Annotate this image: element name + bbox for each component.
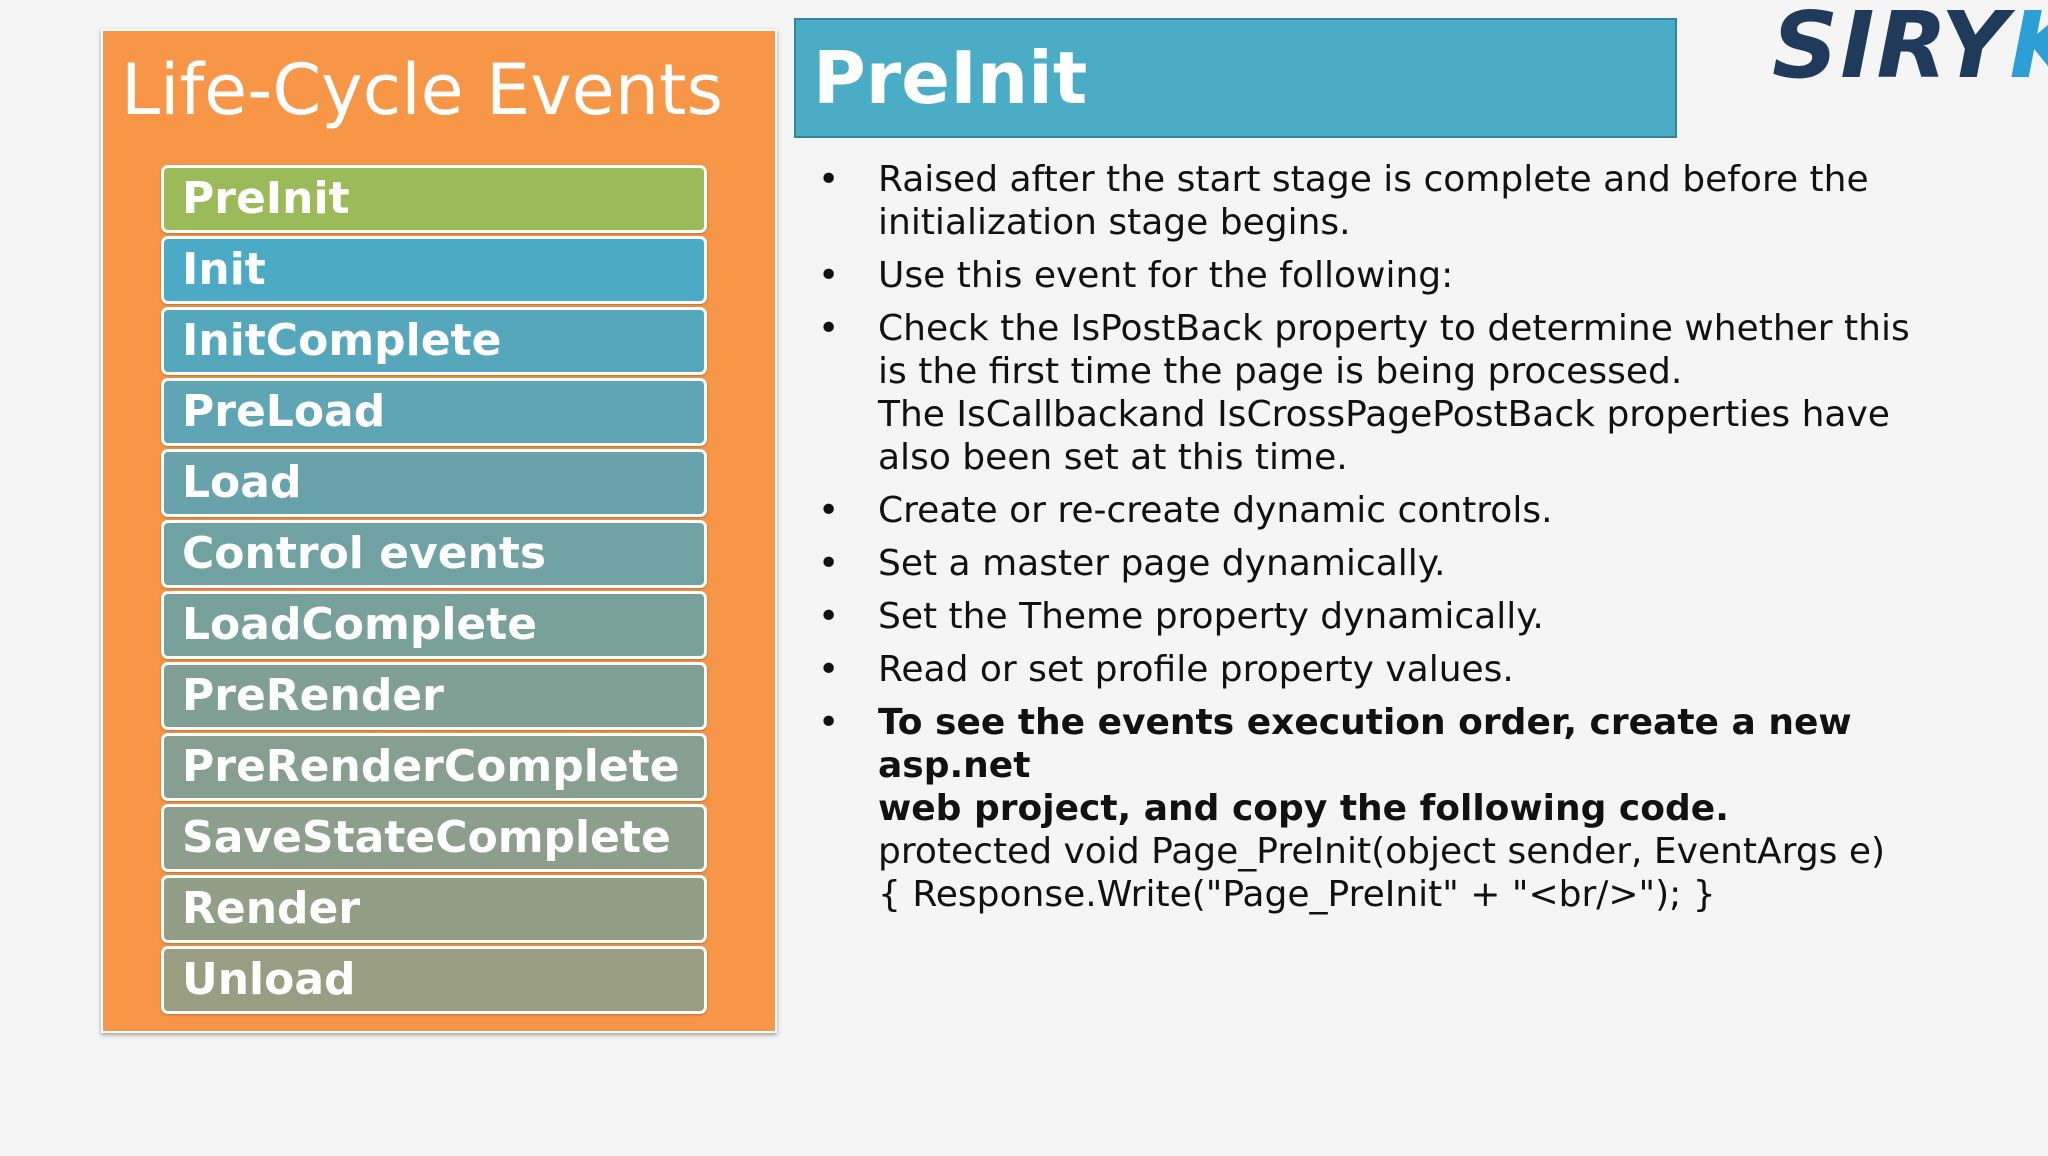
bullet-line: initialization stage begins. — [878, 202, 1351, 243]
bullet-dot: • — [818, 596, 840, 637]
bullet-line: Use this event for the following: — [878, 255, 1454, 296]
bullet-line: Create or re-create dynamic controls. — [878, 490, 1553, 531]
bullet-dot: • — [818, 649, 840, 690]
bullet-line: protected void Page_PreInit(object sende… — [878, 831, 1886, 872]
bullet-dot: • — [818, 255, 840, 296]
bullet-line-bold: web project, and copy the following code… — [878, 788, 1729, 829]
event-item: SaveStateComplete — [161, 804, 707, 872]
event-item: PreLoad — [161, 378, 707, 446]
event-item: PreInit — [161, 165, 707, 233]
event-item: Render — [161, 875, 707, 943]
bullet-line: Check the IsPostBack property to determi… — [878, 308, 1910, 349]
bullet-dot: • — [818, 308, 840, 349]
event-item: Control events — [161, 520, 707, 588]
bullet-line: Read or set profile property values. — [878, 649, 1514, 690]
bullet-item: • Set a master page dynamically. — [818, 542, 1958, 585]
event-item: Init — [161, 236, 707, 304]
bullet-item: • Read or set profile property values. — [818, 648, 1958, 691]
event-item: PreRenderComplete — [161, 733, 707, 801]
event-item: LoadComplete — [161, 591, 707, 659]
logo-part-2: KT — [2010, 0, 2048, 99]
bullet-line: Raised after the start stage is complete… — [878, 159, 1869, 200]
panel-title: Life-Cycle Events — [121, 49, 723, 131]
page-title: PreInit — [813, 36, 1088, 120]
bullet-line: The IsCallbackand IsCrossPagePostBack pr… — [878, 394, 1890, 435]
bullet-line: Set a master page dynamically. — [878, 543, 1446, 584]
bullet-list: • Raised after the start stage is complet… — [818, 158, 1958, 926]
bullet-dot: • — [818, 490, 840, 531]
header-bar: PreInit — [794, 18, 1677, 138]
bullet-item: • Raised after the start stage is complet… — [818, 158, 1958, 244]
bullet-item: • To see the events execution order, crea… — [818, 701, 1958, 916]
bullet-line: { Response.Write("Page_PreInit" + "<br/>… — [878, 874, 1716, 915]
event-item: PreRender — [161, 662, 707, 730]
bullet-item: • Set the Theme property dynamically. — [818, 595, 1958, 638]
event-item: InitComplete — [161, 307, 707, 375]
bullet-dot: • — [818, 543, 840, 584]
bullet-dot: • — [818, 159, 840, 200]
bullet-dot: • — [818, 702, 840, 743]
brand-logo: SIRYKT — [1772, 0, 2048, 99]
bullet-line: is the first time the page is being proc… — [878, 351, 1683, 392]
event-item: Load — [161, 449, 707, 517]
bullet-line: also been set at this time. — [878, 437, 1348, 478]
bullet-line-bold: To see the events execution order, creat… — [878, 702, 1852, 786]
bullet-item: • Create or re-create dynamic controls. — [818, 489, 1958, 532]
logo-part-1: SIRY — [1772, 0, 2010, 99]
bullet-item: • Check the IsPostBack property to determ… — [818, 307, 1958, 479]
bullet-line: Set the Theme property dynamically. — [878, 596, 1544, 637]
bullet-item: • Use this event for the following: — [818, 254, 1958, 297]
event-item: Unload — [161, 946, 707, 1014]
